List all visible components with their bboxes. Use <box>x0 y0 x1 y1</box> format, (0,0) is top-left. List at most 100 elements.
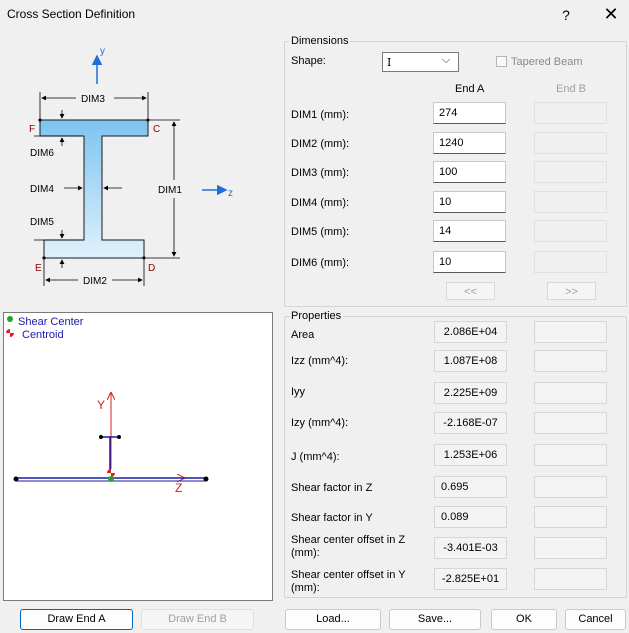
corner-dot-e <box>42 256 46 260</box>
section-diagram: y z F C E D DIM3 DIM2 DIM1 <box>4 32 279 304</box>
draw-end-a-button[interactable]: Draw End A <box>20 609 133 630</box>
shear-center-offset-y-end-b-value <box>534 568 607 590</box>
izz-end-b-value <box>534 350 607 372</box>
shear-center-offset-y-label: Shear center offset in Y (mm): <box>291 569 406 594</box>
dim2-end-b-input[interactable] <box>534 132 607 154</box>
shear-center-offset-z-end-b-value <box>534 537 607 559</box>
shear-factor-y-end-b-value <box>534 506 607 528</box>
dim3-end-a-input[interactable]: 100 <box>433 161 506 183</box>
shear-center-offset-z-end-a-value: -3.401E-03 <box>434 537 507 559</box>
checkbox-box[interactable] <box>496 56 507 67</box>
dim4-label: DIM4 <box>30 184 54 195</box>
dimensions-group-label: Dimensions <box>289 35 351 47</box>
dim3-label: DIM3 <box>81 94 105 105</box>
j-end-a-value: 1.253E+06 <box>434 444 507 466</box>
corner-label-d: D <box>148 263 155 274</box>
shear-factor-z-end-b-value <box>534 476 607 498</box>
iyy-end-b-value <box>534 382 607 404</box>
dim6-end-a-input[interactable]: 10 <box>433 251 506 273</box>
dim1-end-b-input[interactable] <box>534 102 607 124</box>
cancel-button[interactable]: Cancel <box>565 609 626 630</box>
dim1-label: DIM1 <box>158 185 182 196</box>
dim1-row-label: DIM1 (mm): <box>291 109 350 121</box>
preview-z-label: Z <box>175 481 182 495</box>
corner-label-c: C <box>153 124 160 135</box>
preview-node-top-left <box>99 435 103 439</box>
area-end-a-value: 2.086E+04 <box>434 321 507 343</box>
izy-end-b-value <box>534 412 607 434</box>
corner-dot-c <box>146 118 150 122</box>
shear-center-legend-label: Shear Center <box>18 316 84 328</box>
title-bar <box>0 0 629 30</box>
shear-factor-z-end-a-value: 0.695 <box>434 476 507 498</box>
tapered-beam-checkbox[interactable]: Tapered Beam <box>496 56 583 68</box>
corner-label-e: E <box>35 263 42 274</box>
preview-node-right <box>203 476 209 482</box>
next-button[interactable]: >> <box>547 282 596 300</box>
save-button[interactable]: Save... <box>389 609 481 630</box>
dim4-end-b-input[interactable] <box>534 191 607 213</box>
dim6-row-label: DIM6 (mm): <box>291 257 350 269</box>
section-diagram-svg: y z F C E D DIM3 DIM2 DIM1 <box>29 46 233 287</box>
area-label: Area <box>291 329 315 341</box>
end-a-header: End A <box>455 83 485 95</box>
area-end-b-value <box>534 321 607 343</box>
dim3-row-label: DIM3 (mm): <box>291 167 350 179</box>
dim4-end-a-input[interactable]: 10 <box>433 191 506 213</box>
shear-factor-y-label: Shear factor in Y <box>291 512 373 524</box>
dim6-label: DIM6 <box>30 148 54 159</box>
window-title: Cross Section Definition <box>7 7 136 21</box>
preview-y-label: Y <box>97 398 105 412</box>
chevron-down-icon: ⌵ <box>442 54 451 66</box>
preview-node-left <box>13 476 19 482</box>
izz-end-a-value: 1.087E+08 <box>434 350 507 372</box>
dim5-end-b-input[interactable] <box>534 220 607 242</box>
centroid-marker <box>107 469 115 477</box>
dim2-end-a-input[interactable]: 1240 <box>433 132 506 154</box>
dim5-label: DIM5 <box>30 217 54 228</box>
dim1-end-a-input[interactable]: 274 <box>433 102 506 124</box>
shear-center-legend-icon <box>7 316 13 322</box>
j-end-b-value <box>534 444 607 466</box>
y-axis-label: y <box>100 46 105 57</box>
dim6-end-b-input[interactable] <box>534 251 607 273</box>
corner-dot-f <box>38 118 42 122</box>
load-button[interactable]: Load... <box>285 609 381 630</box>
end-b-header: End B <box>556 83 586 95</box>
dim2-row-label: DIM2 (mm): <box>291 138 350 150</box>
help-button[interactable]: ? <box>562 7 570 23</box>
section-preview-svg: Shear Center Centroid Y Z <box>6 316 209 495</box>
corner-dot-d <box>142 256 146 260</box>
iyy-label: Iyy <box>291 386 306 398</box>
z-axis-label: z <box>228 188 233 199</box>
ok-button[interactable]: OK <box>491 609 557 630</box>
shear-center-offset-z-label: Shear center offset in Z (mm): <box>291 534 406 559</box>
izz-label: Izz (mm^4): <box>291 355 349 367</box>
centroid-legend-icon <box>6 329 14 337</box>
dimensions-group <box>284 41 627 307</box>
izy-label: Izy (mm^4): <box>291 417 349 429</box>
shear-center-offset-y-end-a-value: -2.825E+01 <box>434 568 507 590</box>
dim5-row-label: DIM5 (mm): <box>291 226 350 238</box>
preview-node-top-right <box>117 435 121 439</box>
shear-factor-y-end-a-value: 0.089 <box>434 506 507 528</box>
shape-select[interactable]: I <box>382 52 459 72</box>
draw-end-b-button[interactable]: Draw End B <box>141 609 254 630</box>
previous-button[interactable]: << <box>446 282 495 300</box>
tapered-beam-label: Tapered Beam <box>511 56 583 68</box>
dim4-row-label: DIM4 (mm): <box>291 197 350 209</box>
j-label: J (mm^4): <box>291 451 340 463</box>
close-button[interactable]: ✕ <box>603 4 619 24</box>
iyy-end-a-value: 2.225E+09 <box>434 382 507 404</box>
i-beam-shape <box>39 119 149 259</box>
corner-label-f: F <box>29 124 35 135</box>
centroid-legend-label: Centroid <box>22 329 64 341</box>
dim3-end-b-input[interactable] <box>534 161 607 183</box>
shear-center-marker <box>108 476 114 482</box>
dim2-label: DIM2 <box>83 276 107 287</box>
izy-end-a-value: -2.168E-07 <box>434 412 507 434</box>
shape-label: Shape: <box>291 55 326 67</box>
section-preview: Shear Center Centroid Y Z <box>3 312 273 601</box>
shear-factor-z-label: Shear factor in Z <box>291 482 373 494</box>
dim5-end-a-input[interactable]: 14 <box>433 220 506 242</box>
